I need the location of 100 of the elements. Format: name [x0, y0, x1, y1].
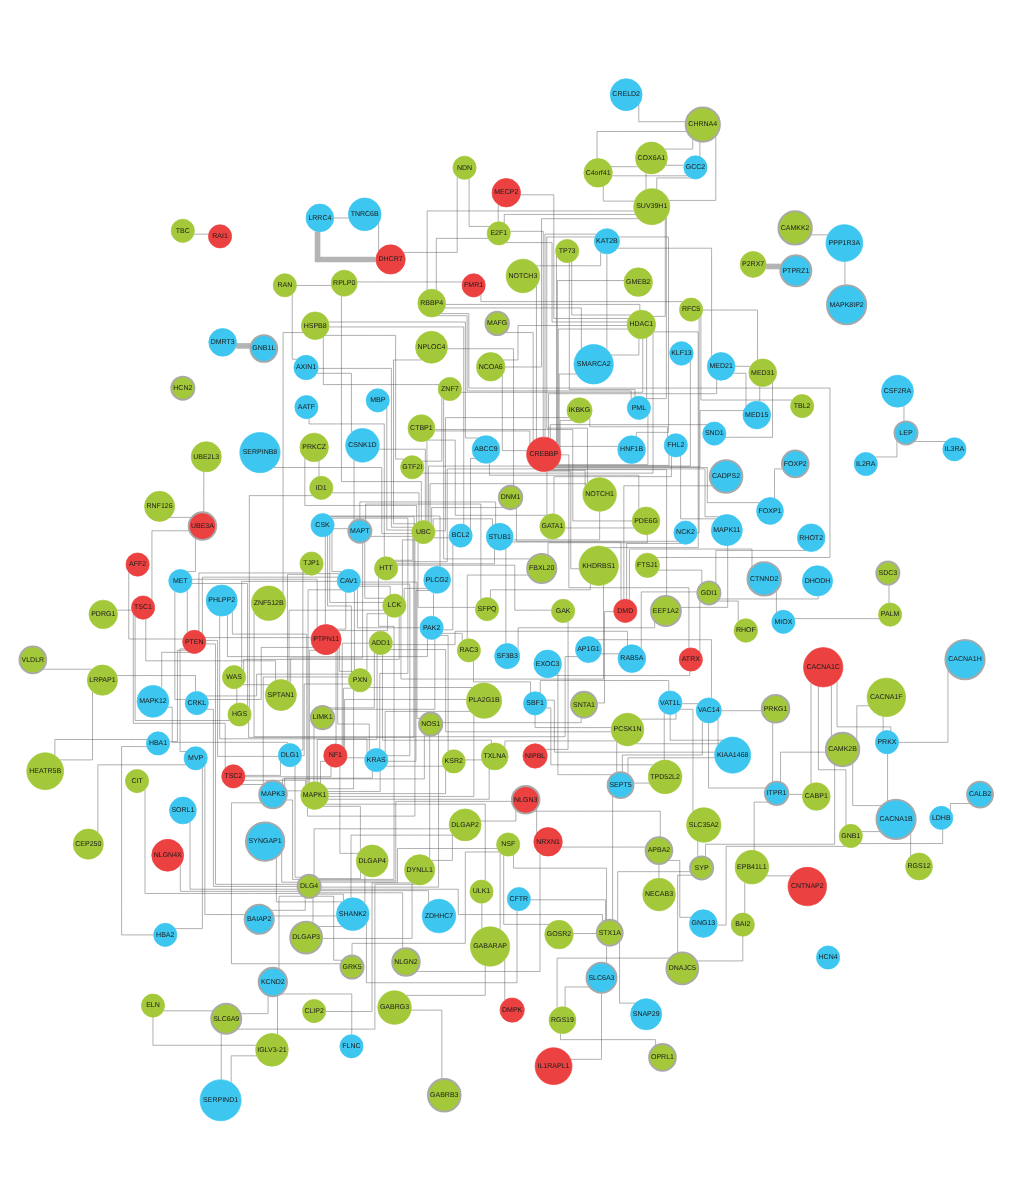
- connector: [354, 590, 355, 671]
- connector: [554, 467, 760, 503]
- connector: [557, 415, 649, 465]
- connector: [468, 178, 490, 227]
- connector: [536, 252, 601, 267]
- connector: [169, 650, 187, 742]
- connector: [717, 718, 719, 745]
- connector: [327, 768, 490, 800]
- connector: [810, 682, 812, 784]
- connector: [395, 468, 535, 562]
- connector: [536, 285, 537, 439]
- connector: [116, 609, 132, 611]
- connector: [470, 458, 476, 530]
- connector: [696, 317, 700, 534]
- connector: [432, 518, 493, 526]
- connector: [357, 281, 463, 283]
- connector: [313, 725, 315, 783]
- connector: [277, 995, 278, 1035]
- connector: [163, 1010, 214, 1012]
- connector: [635, 743, 719, 744]
- connector: [490, 583, 591, 599]
- connector: [403, 176, 458, 253]
- connector: [481, 903, 483, 929]
- connector: [440, 635, 449, 752]
- connector: [415, 853, 541, 972]
- connector: [357, 588, 420, 628]
- connector: [327, 535, 352, 673]
- connector: [174, 591, 186, 700]
- connector: [236, 343, 251, 349]
- connector: [206, 709, 298, 887]
- connector: [393, 359, 422, 524]
- connector: [324, 335, 405, 460]
- connector: [186, 537, 196, 572]
- connector: [433, 592, 434, 617]
- connector: [390, 649, 612, 733]
- connector: [294, 765, 302, 878]
- connector: [831, 684, 832, 738]
- connector: [387, 590, 430, 762]
- connector: [191, 579, 318, 628]
- connector: [320, 761, 326, 784]
- connector: [559, 420, 572, 449]
- connector: [888, 584, 890, 604]
- connector: [284, 770, 373, 788]
- connector: [504, 959, 505, 1001]
- connector: [282, 332, 304, 594]
- connector: [360, 581, 421, 719]
- connector: [564, 527, 635, 529]
- connector: [327, 770, 381, 792]
- connector: [633, 782, 650, 784]
- connector: [557, 280, 625, 444]
- connector: [134, 615, 230, 721]
- connector: [716, 846, 846, 926]
- connector: [611, 175, 688, 177]
- connector: [504, 740, 616, 748]
- connector: [278, 896, 304, 970]
- connector: [715, 550, 807, 584]
- connector: [552, 468, 719, 517]
- connector: [273, 467, 413, 534]
- connector: [560, 1033, 656, 1047]
- connector: [844, 261, 846, 286]
- connector: [950, 803, 971, 811]
- connector: [319, 890, 429, 903]
- connector: [705, 764, 835, 858]
- connector: [204, 765, 246, 915]
- connector: [323, 336, 440, 385]
- connector: [554, 670, 691, 676]
- connector: [174, 767, 203, 929]
- connector: [244, 766, 332, 778]
- connector: [668, 135, 717, 201]
- connector: [434, 429, 633, 522]
- connector: [434, 417, 570, 531]
- connector: [559, 446, 619, 447]
- connector: [133, 613, 226, 769]
- connector: [733, 373, 747, 407]
- connector: [151, 530, 190, 601]
- connector: [221, 1032, 222, 1080]
- connector: [333, 528, 349, 529]
- connector: [316, 373, 352, 433]
- connector: [550, 424, 708, 439]
- connector: [318, 460, 320, 477]
- connector: [282, 733, 425, 785]
- connector: [638, 104, 686, 122]
- connector: [232, 611, 307, 785]
- connector: [386, 407, 413, 531]
- connector: [696, 936, 744, 962]
- connector: [331, 531, 342, 572]
- connector: [596, 639, 712, 699]
- connector: [443, 398, 531, 560]
- connector: [366, 613, 386, 671]
- connector: [437, 315, 632, 400]
- connector: [288, 609, 384, 682]
- connector: [509, 231, 544, 438]
- connector: [331, 492, 420, 522]
- connector: [308, 418, 385, 558]
- connector: [776, 590, 777, 613]
- connector: [59, 691, 93, 761]
- connector: [505, 242, 628, 323]
- connector: [558, 328, 629, 446]
- connector: [440, 313, 831, 558]
- connector: [339, 766, 359, 854]
